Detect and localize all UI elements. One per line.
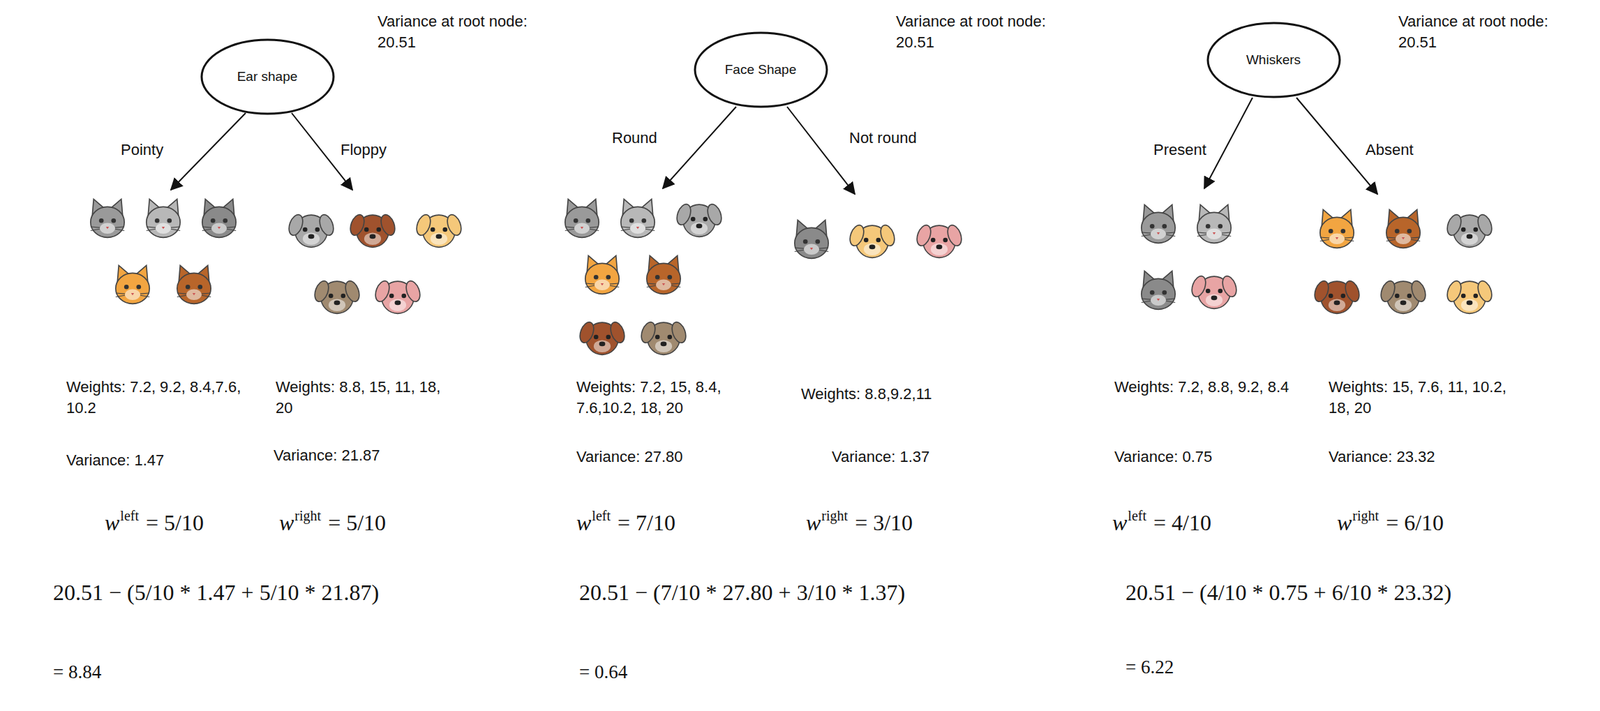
weight-value: = 7/10 (617, 510, 676, 536)
branch-label: Absent (1365, 139, 1414, 161)
information-gain-result: = 6.22 (1125, 654, 1174, 680)
weight-value: = 3/10 (854, 510, 913, 536)
branch-label: Not round (849, 127, 917, 149)
branch-label: Pointy (120, 139, 164, 161)
information-gain-result: = 8.84 (53, 659, 102, 685)
weight-symbol: w (279, 510, 294, 536)
weight-side: left (591, 507, 611, 524)
decision-ellipse: Face Shape (692, 30, 829, 109)
variance-value: Variance: 1.37 (831, 446, 930, 468)
root-variance-note: Variance at root node: 20.51 (377, 11, 535, 53)
weight-side: right (1352, 507, 1379, 524)
weights-list: Weights: 7.2, 8.8, 9.2, 8.4 (1114, 376, 1303, 398)
decision-ellipse: Whiskers (1205, 20, 1342, 100)
weight-value: = 6/10 (1385, 510, 1444, 536)
weight-fraction: wleft = 5/10 (104, 507, 204, 536)
branch-label: Floppy (340, 139, 387, 161)
weight-fraction: wleft = 7/10 (576, 507, 676, 536)
variance-value: Variance: 21.87 (273, 445, 380, 467)
decision-ellipse: Ear shape (199, 37, 336, 116)
weight-fraction: wright = 5/10 (279, 507, 386, 536)
weights-list: Weights: 7.2, 9.2, 8.4,7.6, 10.2 (66, 376, 252, 418)
weight-value: = 4/10 (1153, 510, 1212, 536)
root-variance-note: Variance at root node: 20.51 (1398, 11, 1556, 53)
root-variance-note: Variance at root node: 20.51 (895, 11, 1053, 53)
weight-side: right (821, 507, 848, 524)
branch-label: Present (1153, 139, 1207, 161)
information-gain-formula: 20.51 − (4/10 * 0.75 + 6/10 * 23.32) (1125, 577, 1452, 608)
weights-list: Weights: 8.8,9.2,11 (801, 383, 983, 405)
information-gain-formula: 20.51 − (7/10 * 27.80 + 3/10 * 1.37) (579, 577, 906, 608)
information-gain-result: = 0.64 (579, 659, 628, 685)
variance-value: Variance: 0.75 (1114, 446, 1213, 468)
weight-fraction: wright = 6/10 (1336, 507, 1444, 536)
information-gain-formula: 20.51 − (5/10 * 1.47 + 5/10 * 21.87) (53, 577, 379, 608)
weights-list: Weights: 15, 7.6, 11, 10.2, 18, 20 (1328, 376, 1517, 418)
branch-label: Round (611, 127, 658, 149)
weight-value: = 5/10 (327, 510, 386, 536)
weight-side: left (120, 507, 139, 524)
weight-symbol: w (1112, 510, 1127, 536)
weight-symbol: w (805, 510, 821, 536)
weight-fraction: wright = 3/10 (805, 507, 913, 536)
weights-list: Weights: 7.2, 15, 8.4, 7.6,10.2, 18, 20 (576, 376, 779, 418)
node-label: Ear shape (228, 69, 306, 85)
node-label: Whiskers (1235, 52, 1312, 68)
weights-list: Weights: 8.8, 15, 11, 18, 20 (275, 376, 454, 418)
weight-side: right (294, 507, 321, 524)
variance-value: Variance: 1.47 (66, 450, 164, 471)
variance-value: Variance: 23.32 (1328, 446, 1435, 468)
weight-value: = 5/10 (145, 510, 204, 536)
weight-side: left (1127, 507, 1147, 524)
weight-symbol: w (104, 510, 120, 536)
weight-symbol: w (1336, 510, 1352, 536)
variance-value: Variance: 27.80 (576, 446, 683, 468)
node-label: Face Shape (722, 62, 799, 78)
weight-symbol: w (576, 510, 592, 536)
weight-fraction: wleft = 4/10 (1112, 507, 1212, 536)
